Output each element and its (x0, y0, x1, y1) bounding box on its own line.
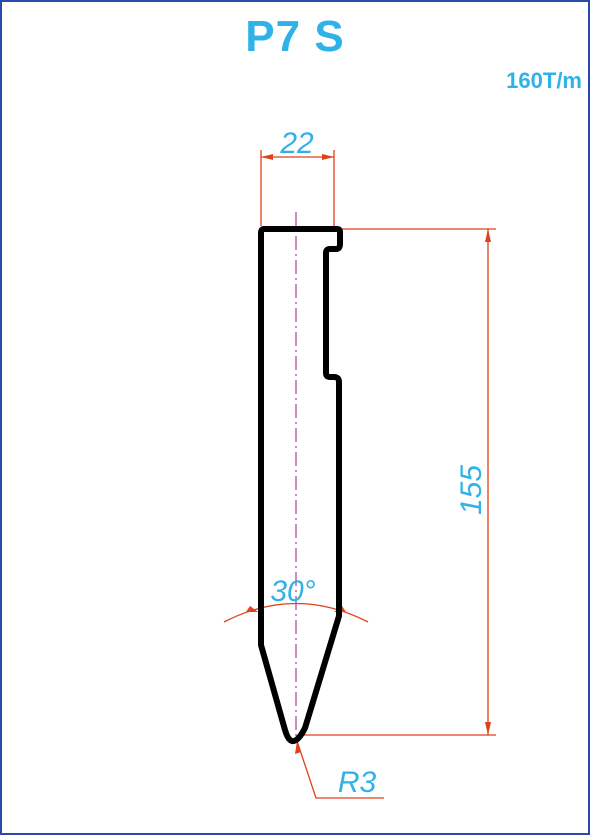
tool-title: P7 S (245, 12, 345, 61)
radius-dimension-label: R3 (338, 766, 377, 799)
punch-outline (258, 226, 343, 745)
height-dimension-label: 155 (455, 465, 488, 515)
tonnage-label: 160T/m (506, 68, 582, 93)
radius-leader (295, 740, 384, 799)
angle-dimension-label: 30° (270, 575, 315, 608)
width-dimension (260, 150, 335, 226)
height-dimension (300, 228, 496, 736)
width-dimension-label: 22 (279, 127, 314, 160)
